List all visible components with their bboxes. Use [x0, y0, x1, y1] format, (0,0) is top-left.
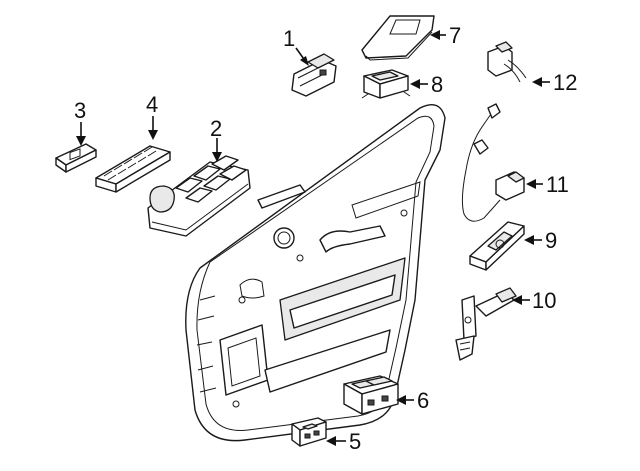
part-11-harness — [461, 103, 525, 222]
callout-leaders — [76, 30, 550, 446]
callout-8: 8 — [431, 72, 443, 97]
part-3-bezel — [55, 143, 97, 173]
part-9-lamp — [469, 221, 525, 271]
callout-4: 4 — [146, 92, 158, 117]
part-1-switch — [291, 53, 337, 97]
callout-1: 1 — [283, 26, 295, 51]
callout-labels: 1 2 3 4 5 6 7 8 9 10 11 12 — [74, 23, 577, 454]
callout-5: 5 — [349, 429, 361, 454]
callout-2: 2 — [210, 116, 222, 141]
callout-12: 12 — [553, 70, 577, 95]
part-10-bracket — [455, 287, 517, 361]
door-trim-panel — [185, 104, 446, 442]
part-6-switch — [343, 375, 399, 415]
callout-11: 11 — [546, 172, 569, 197]
part-7-bezel — [361, 15, 435, 61]
part-2-switch-assembly — [147, 155, 251, 237]
part-5-switch — [291, 417, 327, 447]
callout-10: 10 — [532, 288, 556, 313]
part-12-connector — [487, 41, 527, 83]
callout-9: 9 — [545, 228, 557, 253]
callout-7: 7 — [449, 23, 461, 48]
part-8-switch — [361, 69, 411, 99]
callout-6: 6 — [417, 388, 429, 413]
callout-3: 3 — [74, 98, 86, 123]
part-4-switch-panel — [95, 145, 171, 193]
